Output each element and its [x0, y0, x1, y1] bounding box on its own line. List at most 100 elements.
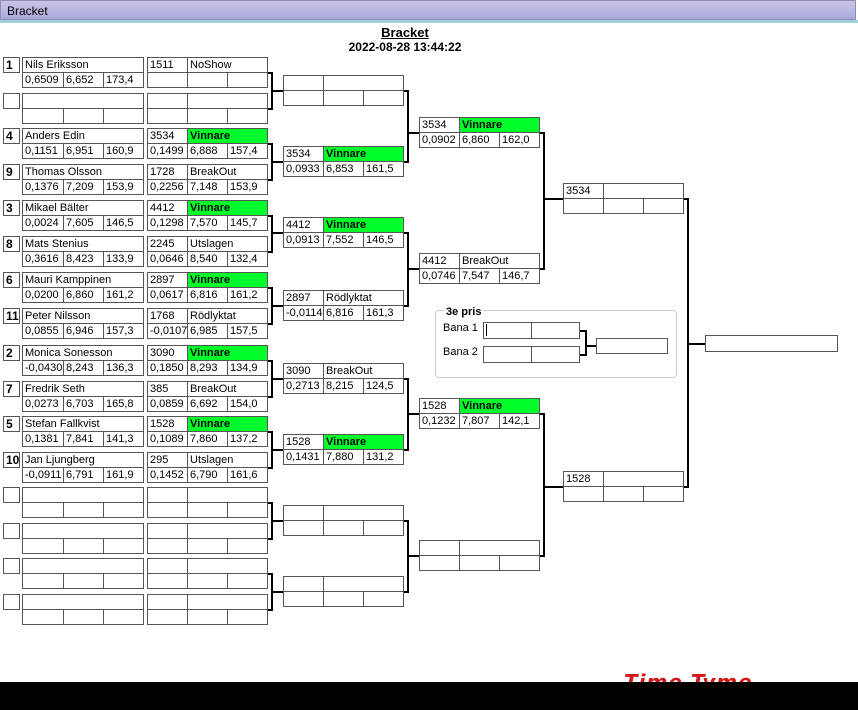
round2-entry-et[interactable] — [323, 591, 364, 607]
round1-entry-et[interactable] — [187, 502, 228, 518]
round2-entry-num[interactable]: 2897 — [283, 290, 324, 306]
round2-entry-status[interactable]: Vinnare — [323, 434, 404, 450]
round1-entry-speed[interactable]: 145,7 — [227, 215, 268, 231]
player-name[interactable]: Anders Edin — [22, 128, 144, 144]
player-et[interactable]: 6,951 — [63, 143, 104, 159]
round1-entry-speed[interactable] — [227, 108, 268, 124]
round1-entry-speed[interactable]: 157,5 — [227, 323, 268, 339]
player-speed[interactable] — [103, 538, 144, 554]
round2-entry-et[interactable]: 8,215 — [323, 378, 364, 394]
round1-entry-status[interactable]: Utslagen — [187, 236, 268, 252]
player-reaction[interactable]: 0,1376 — [22, 179, 64, 195]
player-name[interactable] — [22, 594, 144, 610]
round1-entry-reaction[interactable] — [147, 573, 188, 589]
round3-entry-et[interactable]: 7,807 — [459, 413, 500, 429]
round2-entry-speed[interactable]: 131,2 — [363, 449, 404, 465]
round1-entry-et[interactable]: 6,790 — [187, 467, 228, 483]
round1-entry-num[interactable]: 4412 — [147, 200, 188, 216]
round3-entry-reaction[interactable]: 0,1232 — [419, 413, 460, 429]
round1-entry-num[interactable]: 3090 — [147, 345, 188, 361]
round1-entry-et[interactable]: 6,888 — [187, 143, 228, 159]
player-speed[interactable]: 173,4 — [103, 72, 144, 88]
round1-entry-status[interactable]: NoShow — [187, 57, 268, 73]
round1-entry-reaction[interactable] — [147, 502, 188, 518]
round1-entry-speed[interactable] — [227, 609, 268, 625]
round1-entry-reaction[interactable]: 0,1089 — [147, 431, 188, 447]
round1-entry-status[interactable]: BreakOut — [187, 164, 268, 180]
round3-entry-num[interactable]: 4412 — [419, 253, 460, 269]
round2-entry-num[interactable] — [283, 505, 324, 521]
semifinal-entry-num[interactable]: 3534 — [563, 183, 604, 199]
player-speed[interactable]: 133,9 — [103, 251, 144, 267]
round2-entry-speed[interactable]: 161,3 — [363, 305, 404, 321]
player-speed[interactable]: 160,9 — [103, 143, 144, 159]
player-et[interactable] — [63, 538, 104, 554]
round1-entry-et[interactable]: 7,860 — [187, 431, 228, 447]
round1-entry-num[interactable]: 385 — [147, 381, 188, 397]
semifinal-entry-num[interactable]: 1528 — [563, 471, 604, 487]
round2-entry-et[interactable]: 7,880 — [323, 449, 364, 465]
round3-entry-num[interactable] — [419, 540, 460, 556]
round1-entry-status[interactable]: Utslagen — [187, 452, 268, 468]
round2-entry-speed[interactable]: 146,5 — [363, 232, 404, 248]
round2-entry-num[interactable]: 4412 — [283, 217, 324, 233]
round1-entry-status[interactable]: Vinnare — [187, 345, 268, 361]
player-name[interactable]: Mikael Bälter — [22, 200, 144, 216]
round1-entry-reaction[interactable]: 0,0617 — [147, 287, 188, 303]
player-name[interactable]: Thomas Olsson — [22, 164, 144, 180]
round1-entry-et[interactable]: 6,692 — [187, 396, 228, 412]
title-bar[interactable]: Bracket — [0, 0, 856, 20]
round1-entry-et[interactable] — [187, 108, 228, 124]
round1-entry-status[interactable] — [187, 558, 268, 574]
player-speed[interactable]: 165,8 — [103, 396, 144, 412]
round1-entry-speed[interactable]: 153,9 — [227, 179, 268, 195]
player-name[interactable]: Monica Sonesson — [22, 345, 144, 361]
round1-entry-et[interactable]: 8,293 — [187, 360, 228, 376]
round3-entry-et[interactable] — [459, 555, 500, 571]
player-name[interactable]: Mauri Kamppinen — [22, 272, 144, 288]
player-reaction[interactable]: 0,0024 — [22, 215, 64, 231]
round2-entry-num[interactable] — [283, 75, 324, 91]
final-winner-box[interactable] — [705, 335, 838, 352]
round1-entry-reaction[interactable]: 0,0859 — [147, 396, 188, 412]
player-name[interactable]: Stefan Fallkvist — [22, 416, 144, 432]
round1-entry-num[interactable] — [147, 523, 188, 539]
player-speed[interactable]: 161,9 — [103, 467, 144, 483]
round2-entry-reaction[interactable]: 0,1431 — [283, 449, 324, 465]
round1-entry-speed[interactable] — [227, 573, 268, 589]
semifinal-entry-et[interactable] — [603, 486, 644, 502]
player-et[interactable]: 8,243 — [63, 360, 104, 376]
round1-entry-speed[interactable]: 154,0 — [227, 396, 268, 412]
player-et[interactable] — [63, 609, 104, 625]
round2-entry-reaction[interactable]: 0,0933 — [283, 161, 324, 177]
round2-entry-et[interactable] — [323, 90, 364, 106]
round2-entry-reaction[interactable] — [283, 90, 324, 106]
player-speed[interactable]: 136,3 — [103, 360, 144, 376]
player-et[interactable] — [63, 108, 104, 124]
round1-entry-reaction[interactable]: 0,1499 — [147, 143, 188, 159]
round1-entry-et[interactable]: 7,570 — [187, 215, 228, 231]
round1-entry-num[interactable]: 295 — [147, 452, 188, 468]
round1-entry-status[interactable]: Vinnare — [187, 416, 268, 432]
player-speed[interactable] — [103, 502, 144, 518]
player-name[interactable] — [22, 523, 144, 539]
player-name[interactable] — [22, 558, 144, 574]
player-speed[interactable]: 161,2 — [103, 287, 144, 303]
player-et[interactable]: 7,605 — [63, 215, 104, 231]
round3-entry-reaction[interactable]: 0,0746 — [419, 268, 460, 284]
round2-entry-num[interactable]: 3090 — [283, 363, 324, 379]
player-name[interactable] — [22, 93, 144, 109]
round1-entry-reaction[interactable]: -0,0107 — [147, 323, 188, 339]
player-speed[interactable]: 153,9 — [103, 179, 144, 195]
round1-entry-speed[interactable]: 161,2 — [227, 287, 268, 303]
player-speed[interactable] — [103, 108, 144, 124]
round1-entry-speed[interactable] — [227, 502, 268, 518]
round1-entry-num[interactable]: 1511 — [147, 57, 188, 73]
round3-entry-speed[interactable]: 162,0 — [499, 132, 540, 148]
round1-entry-num[interactable] — [147, 487, 188, 503]
semifinal-entry-speed[interactable] — [643, 198, 684, 214]
round1-entry-reaction[interactable] — [147, 609, 188, 625]
player-name[interactable] — [22, 487, 144, 503]
round1-entry-speed[interactable]: 157,4 — [227, 143, 268, 159]
player-reaction[interactable] — [22, 108, 64, 124]
